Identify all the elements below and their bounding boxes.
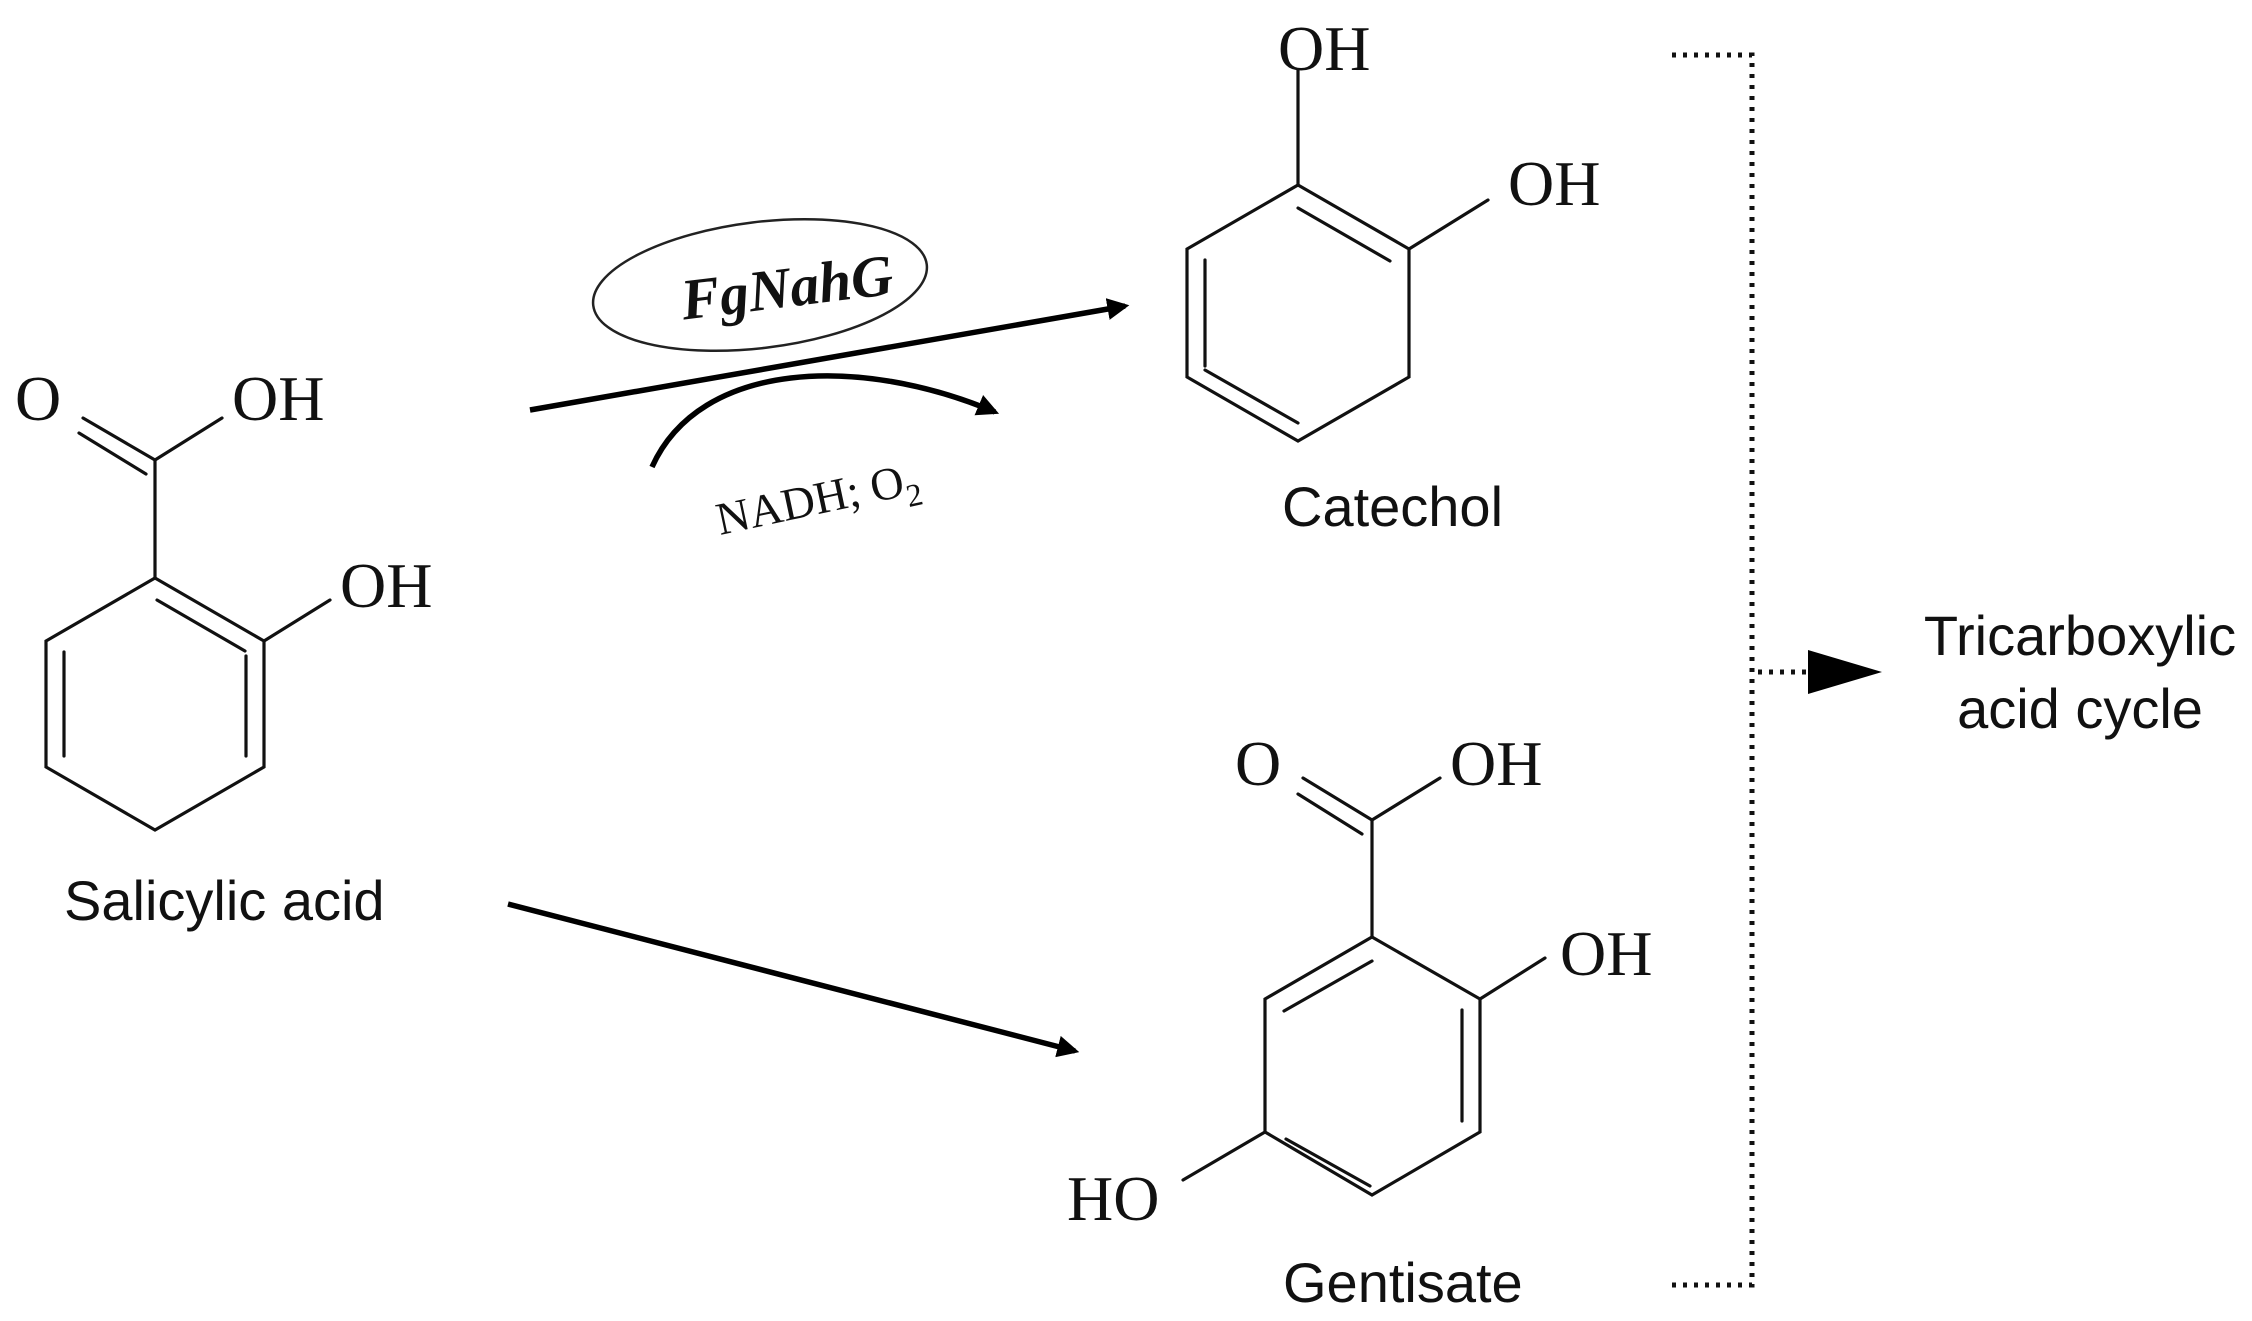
- tca-line2: acid cycle: [1957, 677, 2203, 740]
- arrow-to-gentisate: [507, 901, 1080, 1058]
- catechol-oh1-label: OH: [1278, 13, 1370, 84]
- gentisate-name: Gentisate: [1283, 1251, 1523, 1314]
- enzyme-ellipse: [591, 217, 929, 353]
- cofactor-curved-arrow: [649, 373, 1000, 469]
- arrow-to-catechol: [529, 298, 1130, 413]
- salicylic-acid-name: Salicylic acid: [64, 869, 385, 932]
- enzyme-label: FgNahG: [676, 242, 896, 333]
- cofactor-text: NADH; O: [711, 455, 908, 544]
- catechol-structure: [1185, 68, 1490, 443]
- gentisate-o-label: O: [1235, 728, 1281, 799]
- cofactor-subscript: 2: [903, 475, 926, 514]
- gentisate-structure: [1181, 776, 1547, 1197]
- tca-line1: Tricarboxylic: [1924, 604, 2236, 667]
- gentisate-oh-label: OH: [1560, 918, 1652, 989]
- salicylic-cooh-oh-label: OH: [232, 363, 324, 434]
- salicylic-oh-label: OH: [340, 550, 432, 621]
- cofactor-label: NADH; O2: [711, 452, 925, 554]
- salicylic-o-label: O: [15, 363, 61, 434]
- dotted-arrow-head: [1808, 650, 1882, 694]
- dotted-bracket: [1672, 52, 1755, 1288]
- salicylic-acid-structure: [44, 416, 332, 832]
- gentisate-cooh-oh-label: OH: [1450, 728, 1542, 799]
- catechol-oh2-label: OH: [1508, 148, 1600, 219]
- catechol-name: Catechol: [1282, 475, 1503, 538]
- gentisate-ho-label: HO: [1067, 1163, 1159, 1234]
